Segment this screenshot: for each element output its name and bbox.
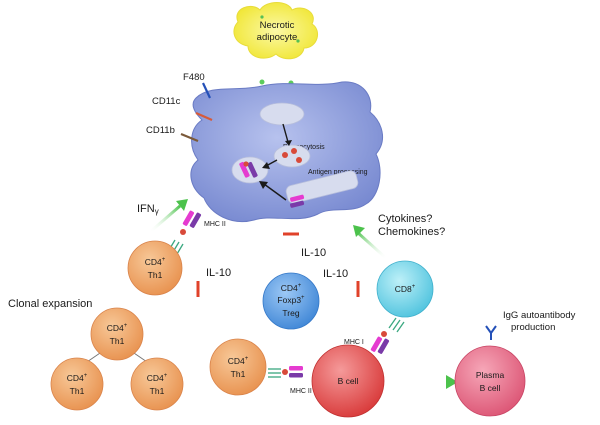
antibody-icon xyxy=(485,325,497,340)
antigen-peptide-icon xyxy=(282,369,288,375)
processing-vacuole xyxy=(273,144,311,168)
mhc2-bottom-synapse: MHC II xyxy=(268,366,312,395)
f480-label: F480 xyxy=(183,72,205,83)
antigen-peptide-icon xyxy=(180,229,186,235)
antigen-processing-label: Antigen processing xyxy=(308,169,368,176)
svg-text:Th1: Th1 xyxy=(150,386,165,396)
mhc1-synapse: MHC I xyxy=(344,317,405,354)
er-vesicle xyxy=(285,170,359,204)
mhc2-bottom-label: MHC II xyxy=(290,388,312,395)
necrotic-adipocyte: Necrotic adipocyte xyxy=(233,2,319,60)
svg-text:CD4+: CD4+ xyxy=(107,323,128,333)
svg-text:Th1: Th1 xyxy=(148,270,163,280)
svg-text:CD4+: CD4+ xyxy=(228,356,249,366)
antigen-peptide-icon xyxy=(381,331,387,337)
il10-inhibit-up: IL-10 xyxy=(283,232,326,270)
th1-cell-clone: CD4+ Th1 xyxy=(130,357,184,411)
macrophage: Phagocytosis Antigen processing xyxy=(190,81,384,222)
il10-inhibit-right: IL-10 xyxy=(322,268,360,297)
th1-cell-left: CD4+ Th1 xyxy=(127,240,183,296)
svg-text:CD4+: CD4+ xyxy=(147,373,168,383)
tcr-icon xyxy=(388,317,405,333)
svg-text:Plasma: Plasma xyxy=(476,370,505,380)
necrotic-label-line2: adipocyte xyxy=(257,32,298,43)
mhc2-top-label: MHC II xyxy=(204,221,226,228)
il10-right-label: IL-10 xyxy=(323,268,348,280)
mhc2-top-synapse: MHC II xyxy=(168,210,226,255)
mhc-molecule-icon xyxy=(239,161,258,178)
th1-cell-clone: CD4+ Th1 xyxy=(90,307,144,361)
svg-text:B cell: B cell xyxy=(338,376,359,386)
igg-label-line2: production xyxy=(511,322,555,333)
svg-text:Th1: Th1 xyxy=(110,336,125,346)
svg-text:CD4+: CD4+ xyxy=(67,373,88,383)
necrotic-label-line1: Necrotic xyxy=(260,20,295,31)
differentiation-arrow xyxy=(392,375,458,389)
svg-text:CD4+: CD4+ xyxy=(281,283,302,293)
svg-text:Th1: Th1 xyxy=(70,386,85,396)
debris-dot xyxy=(296,39,300,43)
cytokines-label: Cytokines? xyxy=(378,213,432,225)
phagosome xyxy=(259,102,305,126)
clonal-expansion: Clonal expansion CD4+ Th1 CD4+ Th1 CD4+ … xyxy=(8,298,184,411)
clonal-expansion-label: Clonal expansion xyxy=(8,298,92,310)
cytokines-arrow: Cytokines? Chemokines? xyxy=(353,213,445,261)
svg-text:Th1: Th1 xyxy=(231,369,246,379)
cd11b-label: CD11b xyxy=(146,125,175,136)
th1-cell-clone: CD4+ Th1 xyxy=(50,357,104,411)
b-cell: B cell xyxy=(311,344,385,418)
chemokines-label: Chemokines? xyxy=(378,226,445,238)
il10-top-label: IL-10 xyxy=(301,247,326,259)
th1-cell-bottom: CD4+ Th1 xyxy=(209,338,267,396)
cd8-cell: CD8+ xyxy=(376,260,434,318)
surface-receptors: F480 CD11c CD11b xyxy=(146,72,213,143)
igg-label-line1: IgG autoantibody xyxy=(503,310,576,321)
svg-text:CD8+: CD8+ xyxy=(395,284,416,294)
svg-text:CD4+: CD4+ xyxy=(145,257,166,267)
cd11b-receptor xyxy=(180,132,199,143)
mhc1-label: MHC I xyxy=(344,339,364,346)
svg-text:B cell: B cell xyxy=(480,383,501,393)
cd11c-label: CD11c xyxy=(152,96,181,107)
cd11c-receptor xyxy=(195,111,213,122)
svg-text:Treg: Treg xyxy=(282,308,299,318)
f480-receptor xyxy=(202,82,211,99)
svg-text:Foxp3+: Foxp3+ xyxy=(277,295,305,305)
il10-inhibit-left: IL-10 xyxy=(196,267,259,297)
il10-left-label: IL-10 xyxy=(206,267,231,279)
plasma-b-cell: Plasma B cell xyxy=(454,345,526,417)
ifng-label: IFNγ xyxy=(137,203,159,216)
tcr-icon xyxy=(268,368,281,378)
mhc-molecule-icon xyxy=(290,194,305,208)
treg-cell: CD4+ Foxp3+ Treg xyxy=(262,272,320,330)
debris-dot xyxy=(260,15,264,19)
ifng-arrow: IFNγ xyxy=(137,199,188,234)
